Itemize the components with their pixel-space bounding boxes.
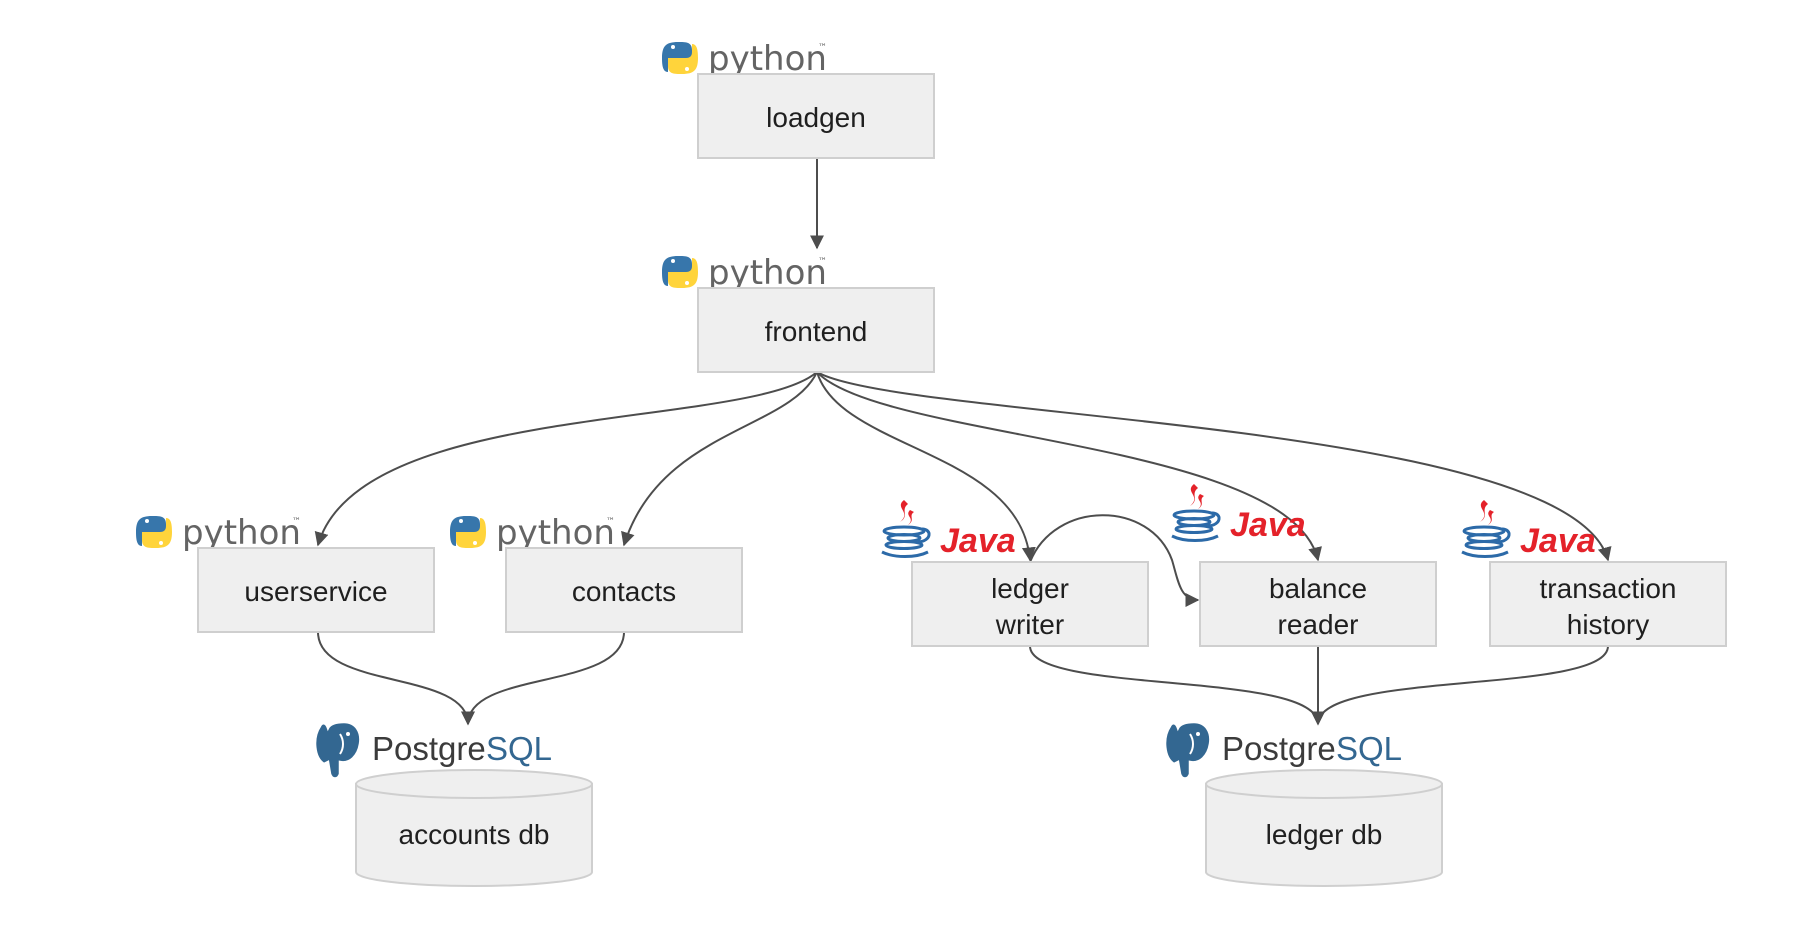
node-balance-reader: balance reader bbox=[1199, 561, 1437, 647]
trademark-symbol: ™ bbox=[606, 517, 615, 527]
node-frontend-label: frontend bbox=[765, 316, 868, 347]
node-transaction-history-label-line2: history bbox=[1567, 609, 1649, 640]
python-badge-text: python bbox=[708, 253, 827, 293]
node-userservice-label: userservice bbox=[244, 576, 387, 607]
python-logo-icon bbox=[450, 516, 486, 548]
edge-transaction-history-ledger-db bbox=[1311, 645, 1609, 726]
trademark-symbol: ™ bbox=[818, 43, 827, 53]
edge-contacts-accounts-db bbox=[461, 631, 625, 726]
python-badge-contacts: python ™ bbox=[450, 513, 615, 553]
node-loadgen-label: loadgen bbox=[766, 102, 866, 133]
java-badge-transaction-history: Java bbox=[1460, 498, 1596, 560]
postgres-badge-accounts-db: Postgre SQL bbox=[313, 720, 552, 780]
node-contacts: contacts bbox=[505, 547, 743, 633]
node-contacts-label: contacts bbox=[572, 576, 676, 607]
edges bbox=[314, 158, 1612, 726]
edge-userservice-accounts-db bbox=[317, 631, 475, 726]
postgres-badge-text-part1: Postgre bbox=[1222, 730, 1336, 767]
edge-frontend-transaction-history bbox=[816, 371, 1612, 562]
edge-frontend-balance-reader bbox=[816, 371, 1322, 562]
python-logo-icon bbox=[662, 256, 698, 288]
node-loadgen: loadgen bbox=[697, 73, 935, 159]
postgres-elephant-icon bbox=[313, 720, 362, 780]
edge-frontend-userservice bbox=[314, 371, 818, 547]
python-badge-text: python bbox=[708, 39, 827, 79]
java-logo-icon bbox=[1170, 482, 1221, 542]
postgres-badge-text-part2: SQL bbox=[486, 730, 552, 767]
database-ledger-db-label: ledger db bbox=[1266, 819, 1383, 850]
java-logo-icon bbox=[1460, 498, 1511, 558]
java-logo-icon bbox=[880, 498, 931, 558]
node-userservice: userservice bbox=[197, 547, 435, 633]
python-badge-frontend: python ™ bbox=[662, 253, 827, 293]
postgres-badge-ledger-db: Postgre SQL bbox=[1163, 720, 1402, 780]
python-logo-icon bbox=[136, 516, 172, 548]
database-ledger-db: ledger db bbox=[1205, 769, 1443, 887]
node-transaction-history-label-line1: transaction bbox=[1540, 573, 1677, 604]
edge-ledger-writer-balance-reader bbox=[1029, 514, 1200, 607]
trademark-symbol: ™ bbox=[292, 517, 301, 527]
node-ledger-writer-label-line1: ledger bbox=[991, 573, 1069, 604]
java-badge-balance-reader: Java bbox=[1170, 482, 1306, 544]
java-badge-text: Java bbox=[1520, 522, 1596, 560]
edge-frontend-contacts bbox=[621, 371, 818, 547]
postgres-elephant-icon bbox=[1163, 720, 1212, 780]
node-balance-reader-label-line2: reader bbox=[1278, 609, 1359, 640]
python-badge-text: python bbox=[496, 513, 615, 553]
node-ledger-writer-label-line2: writer bbox=[995, 609, 1064, 640]
node-transaction-history: transaction history bbox=[1489, 561, 1727, 647]
node-balance-reader-label-line1: balance bbox=[1269, 573, 1367, 604]
python-badge-userservice: python ™ bbox=[136, 513, 301, 553]
postgres-badge-text-part1: Postgre bbox=[372, 730, 486, 767]
postgres-badge-text-part2: SQL bbox=[1336, 730, 1402, 767]
node-ledger-writer: ledger writer bbox=[911, 561, 1149, 647]
python-badge-loadgen: python ™ bbox=[662, 39, 827, 79]
database-accounts-db-label: accounts db bbox=[399, 819, 550, 850]
python-badge-text: python bbox=[182, 513, 301, 553]
database-accounts-db: accounts db bbox=[355, 769, 593, 887]
java-badge-text: Java bbox=[940, 522, 1016, 560]
node-frontend: frontend bbox=[697, 287, 935, 373]
python-logo-icon bbox=[662, 42, 698, 74]
trademark-symbol: ™ bbox=[818, 257, 827, 267]
java-badge-text: Java bbox=[1230, 506, 1306, 544]
edge-frontend-ledger-writer bbox=[816, 371, 1036, 562]
java-badge-ledger-writer: Java bbox=[880, 498, 1016, 560]
edge-ledger-writer-ledger-db bbox=[1029, 645, 1325, 726]
